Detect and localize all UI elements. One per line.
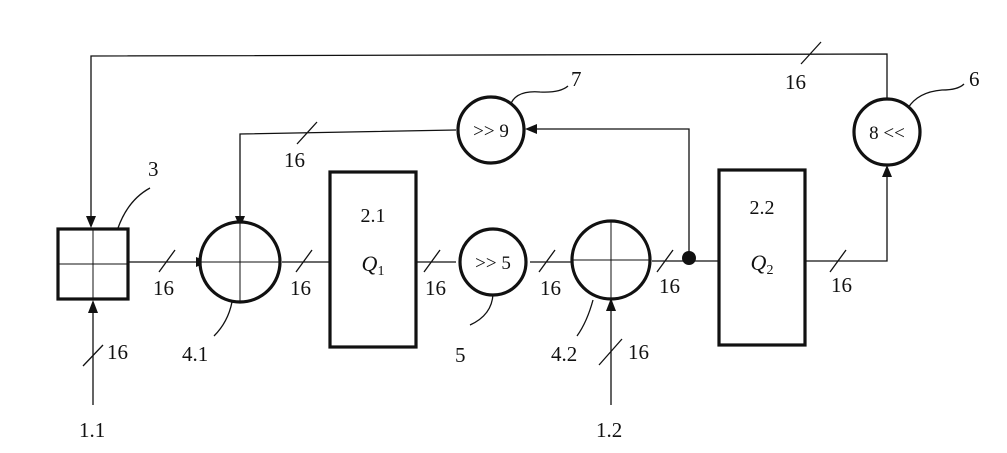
quantizer-2-2-id: 2.2 <box>750 197 775 219</box>
shift-5-op: >> 5 <box>475 253 511 274</box>
slash-mid-feedback <box>296 121 318 145</box>
leader-shift7 <box>509 85 569 107</box>
slash-in-1-2 <box>598 338 623 366</box>
width-b3-adder: 16 <box>153 276 174 300</box>
leader-shift6 <box>907 83 965 109</box>
arrow-into-shift7 <box>525 124 537 134</box>
quantizer-2-2-box <box>717 168 807 347</box>
label-shift-6: 6 <box>969 67 980 91</box>
shift7-to-adder41-line <box>239 129 457 218</box>
width-shift-adder: 16 <box>540 276 561 300</box>
shift-5: >> 5 <box>458 227 528 297</box>
width-mid-feedback: 16 <box>284 148 305 172</box>
junction-node <box>682 251 696 265</box>
slash-q2-out <box>829 249 847 273</box>
quantizer-2-1-id: 2.1 <box>361 205 386 227</box>
quantizer-2-1-sub: 1 <box>377 264 384 279</box>
quantizer-2-2-q: Q <box>751 250 767 275</box>
slash-q1-shift <box>423 249 441 273</box>
slash-top-feedback <box>800 41 822 65</box>
leader-adder41 <box>213 301 233 337</box>
adder-4-1 <box>198 220 282 304</box>
bus-width-labels: 16 16 16 16 16 16 16 16 16 16 <box>107 70 852 364</box>
quantizer-2-1-box <box>328 170 418 349</box>
arrow-into-block3-top <box>86 216 96 228</box>
node-to-shift7-line <box>534 128 690 258</box>
slash-adder-q1 <box>295 249 313 273</box>
quantizer-2-2: 2.2 Q2 <box>717 168 807 347</box>
leader-shift5 <box>469 293 494 326</box>
leader-block3 <box>117 187 151 229</box>
label-input-1-1: 1.1 <box>79 418 105 442</box>
label-shift-5: 5 <box>455 343 466 367</box>
signal-lines <box>90 53 888 405</box>
slash-in-1-1 <box>82 344 104 367</box>
leader-adder42 <box>576 299 594 337</box>
label-adder-4-2: 4.2 <box>551 342 577 366</box>
shift-6: 8 << <box>852 97 922 167</box>
block-3 <box>56 227 130 301</box>
q2-to-shift6-line <box>805 174 888 262</box>
shift-7-op: >> 9 <box>473 121 509 142</box>
shift-6-circle <box>852 97 922 167</box>
quantizer-2-2-symbol: Q2 <box>751 250 774 278</box>
width-q1-shift: 16 <box>425 276 446 300</box>
quantizer-2-1-q: Q <box>362 251 378 276</box>
quantizer-2-2-sub: 2 <box>766 263 773 278</box>
slash-shift-adder <box>538 249 556 273</box>
width-top-feedback: 16 <box>785 70 806 94</box>
slash-b3-adder <box>158 249 176 273</box>
quantizer-2-1-symbol: Q1 <box>362 251 385 279</box>
label-adder-4-1: 4.1 <box>182 342 208 366</box>
quantizer-2-1: 2.1 Q1 <box>328 170 418 349</box>
width-adder-q1: 16 <box>290 276 311 300</box>
slash-adder-node <box>656 249 674 273</box>
shift-7-circle <box>456 95 526 165</box>
leader-lines <box>117 83 965 337</box>
shift-7: >> 9 <box>456 95 526 165</box>
width-q2-out: 16 <box>831 273 852 297</box>
arrow-into-block3-bottom <box>88 300 98 313</box>
label-block-3: 3 <box>148 157 159 181</box>
bus-slashes <box>82 41 847 367</box>
arrow-into-adder42-bottom <box>606 298 616 311</box>
reference-labels: 3 7 6 4.1 5 4.2 1.1 1.2 <box>79 67 980 442</box>
shift-6-op: 8 << <box>869 123 905 144</box>
label-shift-7: 7 <box>571 67 582 91</box>
width-in-1-1: 16 <box>107 340 128 364</box>
width-adder-node: 16 <box>659 274 680 298</box>
arrow-into-shift6 <box>882 165 892 177</box>
shift-5-circle <box>458 227 528 297</box>
top-feedback-line <box>90 53 888 218</box>
adder-4-2 <box>570 219 652 301</box>
label-input-1-2: 1.2 <box>596 418 622 442</box>
width-in-1-2: 16 <box>628 340 649 364</box>
